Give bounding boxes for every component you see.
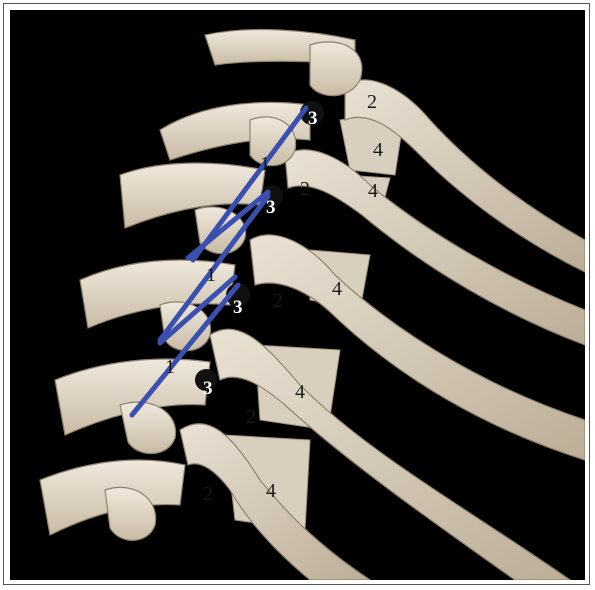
label-rib: 2 xyxy=(273,290,283,312)
label-facet: 1 xyxy=(165,356,175,378)
anatomy-illustration: 2 3 4 1 2 4 3 1 4 2 3 1 3 4 2 2 4 xyxy=(10,10,585,580)
label-rib: 2 xyxy=(246,406,256,428)
label-neck: 4 xyxy=(266,480,276,502)
label-head: 3 xyxy=(233,297,243,318)
label-facet: 1 xyxy=(206,264,216,286)
label-rib: 2 xyxy=(367,91,377,113)
label-head: 3 xyxy=(266,197,276,218)
label-head: 3 xyxy=(203,378,213,399)
label-rib: 2 xyxy=(203,483,213,505)
label-rib: 2 xyxy=(300,178,310,200)
spine-rib-illustration: 2 3 4 1 2 4 3 1 4 2 3 1 3 4 2 2 4 xyxy=(10,10,585,580)
label-neck: 4 xyxy=(295,381,305,403)
label-neck: 4 xyxy=(373,139,383,161)
label-head: 3 xyxy=(308,108,318,129)
label-facet: 1 xyxy=(260,153,270,175)
label-neck: 4 xyxy=(332,278,342,300)
image-frame: 2 3 4 1 2 4 3 1 4 2 3 1 3 4 2 2 4 xyxy=(3,3,590,585)
label-neck: 4 xyxy=(368,180,378,202)
